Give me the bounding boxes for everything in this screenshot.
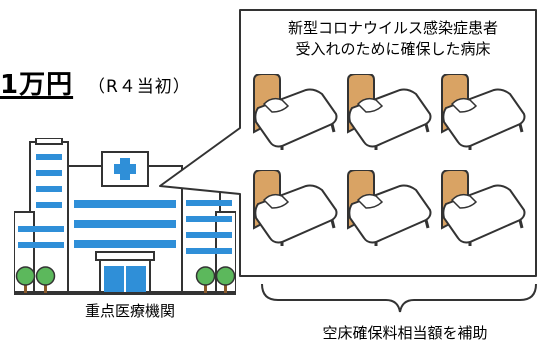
support-label: 空床確保料相当額を補助 bbox=[322, 324, 488, 342]
hospital-illustration bbox=[14, 138, 236, 295]
bracket bbox=[261, 283, 537, 313]
caption-line-1: 新型コロナウイルス感染症患者 bbox=[287, 19, 498, 37]
subsidy-amount: 1万円 bbox=[0, 70, 74, 100]
bed-icon bbox=[253, 170, 338, 246]
bed-icon bbox=[347, 74, 432, 150]
bed-icon bbox=[441, 74, 526, 150]
caption-line-2: 受入れのために確保した病床 bbox=[295, 40, 491, 58]
beds-caption: 新型コロナウイルス感染症患者 受入れのために確保した病床 bbox=[248, 18, 538, 60]
facility-label: 重点医療機関 bbox=[84, 302, 175, 320]
bed-icon bbox=[441, 170, 526, 246]
subsidy-note: （R４当初） bbox=[88, 77, 191, 97]
bed-icon bbox=[347, 170, 432, 246]
bed-icon bbox=[253, 74, 338, 150]
